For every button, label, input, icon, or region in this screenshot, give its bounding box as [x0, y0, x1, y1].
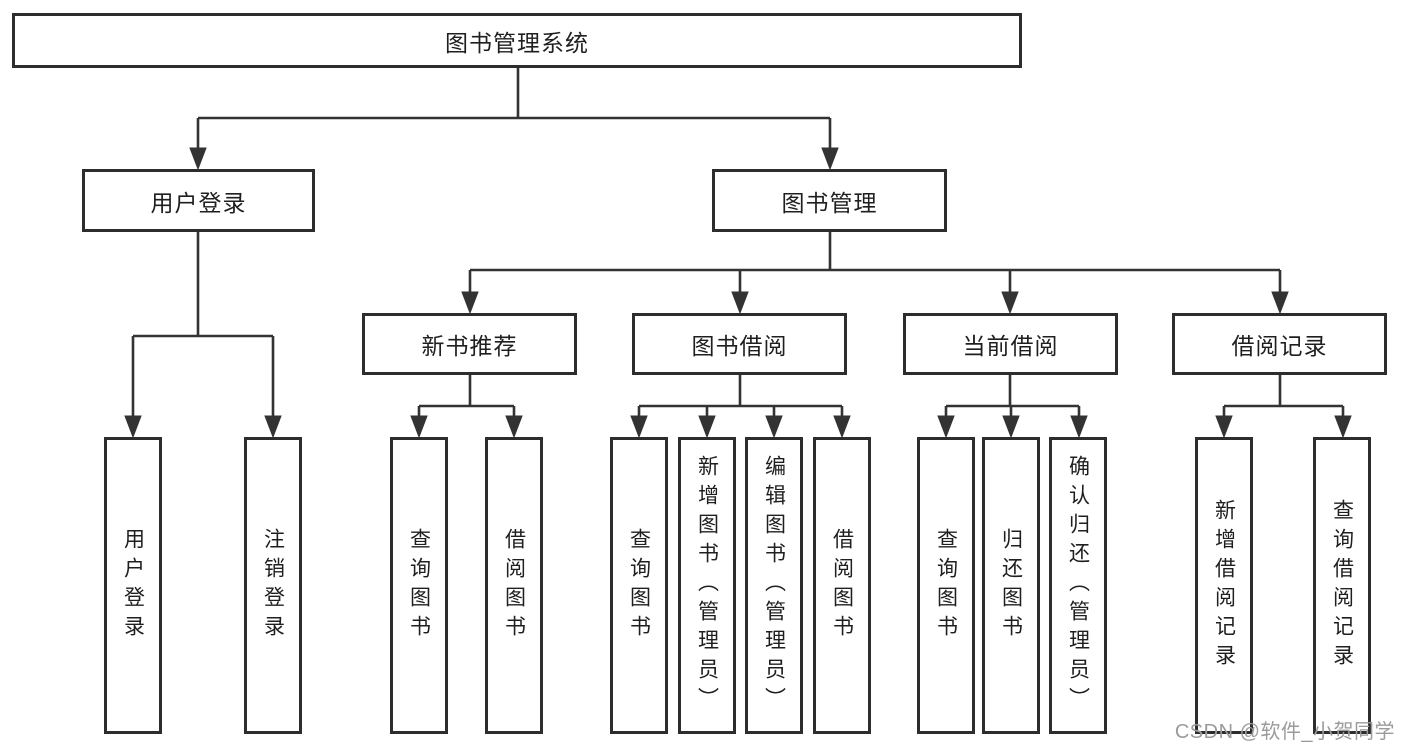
- node-current-borrowing: 当前借阅: [903, 313, 1118, 375]
- node-borrowing-records-label: 借阅记录: [1231, 333, 1328, 359]
- leaf-edit-book-admin: 编辑图书（管理员）: [745, 437, 803, 734]
- leaf-query-books-borrowing-label: 查询图书: [627, 527, 651, 644]
- edge-user-login: [124, 232, 282, 439]
- leaf-logout-label: 注销登录: [261, 527, 285, 644]
- leaf-user-login-label: 用户登录: [121, 527, 145, 644]
- leaf-add-borrow-record: 新增借阅记录: [1195, 437, 1253, 734]
- edge-root: [189, 68, 839, 171]
- node-book-management-label: 图书管理: [781, 189, 878, 216]
- leaf-query-borrow-record: 查询借阅记录: [1313, 437, 1371, 734]
- leaf-query-books-current: 查询图书: [917, 437, 975, 734]
- node-root-label: 图书管理系统: [445, 29, 589, 56]
- leaf-add-borrow-record-label: 新增借阅记录: [1212, 498, 1236, 673]
- leaf-confirm-return-admin: 确认归还（管理员）: [1049, 437, 1107, 734]
- leaf-query-borrow-record-label: 查询借阅记录: [1330, 498, 1354, 673]
- leaf-query-books-recommend-label: 查询图书: [407, 527, 431, 644]
- leaf-add-book-admin: 新增图书（管理员）: [678, 437, 736, 734]
- node-book-management: 图书管理: [712, 169, 947, 232]
- leaf-edit-book-admin-label: 编辑图书（管理员）: [762, 455, 786, 716]
- leaf-borrow-books-recommend-label: 借阅图书: [502, 527, 526, 644]
- leaf-add-book-admin-label: 新增图书（管理员）: [695, 455, 719, 716]
- leaf-query-books-recommend: 查询图书: [390, 437, 448, 734]
- node-borrowing-records: 借阅记录: [1172, 313, 1387, 375]
- node-book-borrowing: 图书借阅: [632, 313, 847, 375]
- leaf-borrow-books-borrowing: 借阅图书: [813, 437, 871, 734]
- leaf-query-books-borrowing: 查询图书: [610, 437, 668, 734]
- edge-borrowing-records: [1215, 375, 1352, 439]
- edge-book-borrowing: [630, 375, 851, 439]
- leaf-logout: 注销登录: [244, 437, 302, 734]
- node-user-login-label: 用户登录: [150, 189, 247, 216]
- leaf-return-book-label: 归还图书: [999, 527, 1023, 644]
- node-new-book-recommend: 新书推荐: [362, 313, 577, 375]
- edge-book-management: [461, 232, 1289, 315]
- edge-current-borrowing: [937, 375, 1088, 439]
- leaf-user-login: 用户登录: [104, 437, 162, 734]
- csdn-watermark: CSDN @软件_小贺同学: [1174, 721, 1395, 743]
- leaf-return-book: 归还图书: [982, 437, 1040, 734]
- node-new-book-recommend-label: 新书推荐: [421, 333, 518, 359]
- edge-new-book-recommend: [410, 375, 523, 439]
- node-current-borrowing-label: 当前借阅: [962, 333, 1059, 359]
- leaf-borrow-books-borrowing-label: 借阅图书: [830, 527, 854, 644]
- node-book-borrowing-label: 图书借阅: [691, 333, 788, 359]
- node-root: 图书管理系统: [12, 13, 1022, 68]
- leaf-query-books-current-label: 查询图书: [934, 527, 958, 644]
- leaf-borrow-books-recommend: 借阅图书: [485, 437, 543, 734]
- leaf-confirm-return-admin-label: 确认归还（管理员）: [1066, 455, 1090, 716]
- node-user-login: 用户登录: [82, 169, 315, 232]
